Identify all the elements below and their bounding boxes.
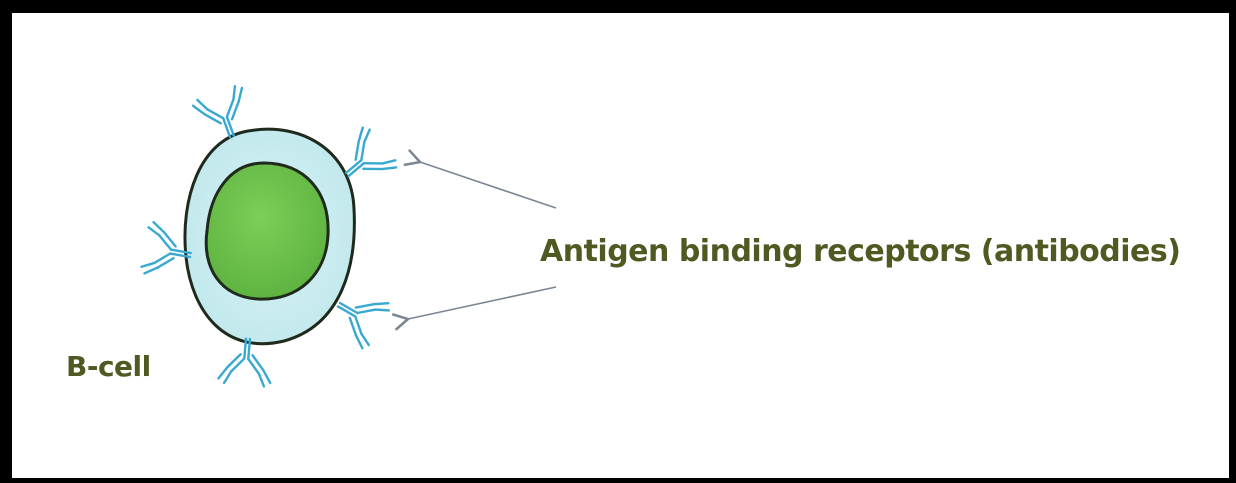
nucleus: [204, 161, 330, 301]
b-cell-label: B-cell: [66, 350, 151, 383]
diagram-frame: Antigen binding receptors (antibodies) B…: [12, 13, 1229, 478]
b-cell-diagram: [139, 82, 557, 389]
arrow-upper: [403, 148, 557, 209]
receptor-label: Antigen binding receptors (antibodies): [540, 234, 1181, 269]
arrow-lower: [391, 286, 557, 331]
